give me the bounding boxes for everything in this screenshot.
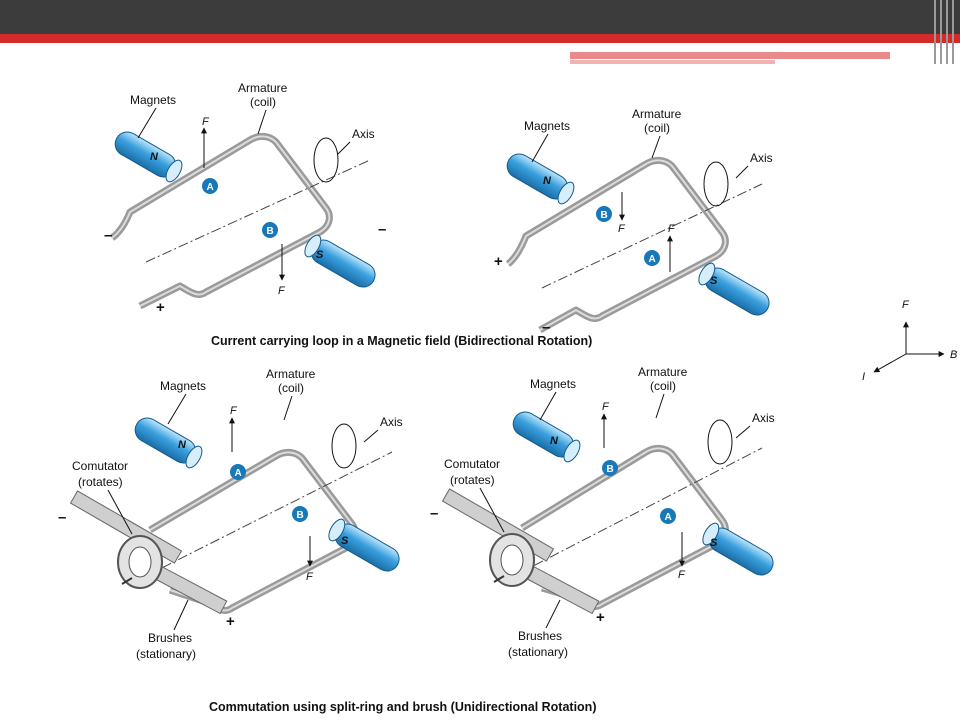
- terminal-plus: +: [156, 299, 165, 316]
- rotation-axis-line: [145, 159, 371, 263]
- marker-b: [602, 460, 618, 476]
- force-label-b: F: [602, 401, 610, 413]
- magnets-label: Magnets: [524, 119, 570, 133]
- brushes-label: Brushes: [148, 631, 192, 645]
- force-label-a: F: [668, 223, 676, 235]
- marker-a: [230, 464, 246, 480]
- axis-label: Axis: [752, 411, 775, 425]
- marker-a: [660, 508, 676, 524]
- coil-label: (coil): [650, 379, 676, 393]
- marker-b-label: B: [267, 226, 274, 237]
- commutator: [69, 490, 228, 615]
- force-label-b: F: [278, 285, 286, 297]
- rotation-axis-line: [541, 183, 763, 289]
- caption-top: Current carrying loop in a Magnetic fiel…: [211, 334, 592, 348]
- magnet-south: [698, 262, 770, 316]
- marker-a: [202, 178, 218, 194]
- terminal-plus: +: [226, 613, 235, 630]
- terminal-minus: –: [104, 227, 112, 244]
- marker-b-label: B: [601, 210, 608, 221]
- pole-north-label: N: [550, 435, 559, 447]
- marker-a: [644, 250, 660, 266]
- magnets-label: Magnets: [530, 377, 576, 391]
- coil-label: (coil): [250, 95, 276, 109]
- magnet-south: [328, 518, 400, 572]
- stationary-label: (stationary): [508, 645, 568, 659]
- force-label-a: F: [230, 405, 238, 417]
- terminal-minus: –: [430, 505, 438, 522]
- magnet-north: [134, 417, 203, 469]
- panel-bottom-right: N S F F B A Magnets Armature (coil) Axis…: [430, 365, 775, 659]
- panel-top-left: N S F F A B Magnets Armature (coil) Axis…: [104, 81, 386, 316]
- armature-label: Armature: [638, 365, 688, 379]
- terminal-minus: –: [542, 319, 550, 336]
- rotates-label: (rotates): [450, 473, 495, 487]
- marker-b-label: B: [607, 464, 614, 475]
- pole-north-label: N: [150, 151, 159, 163]
- marker-b: [262, 222, 278, 238]
- axis-f-label: F: [902, 299, 910, 311]
- marker-a-label: A: [665, 512, 672, 523]
- rotation-arrow: [331, 423, 357, 469]
- axis-label: Axis: [750, 151, 773, 165]
- marker-a-label: A: [649, 254, 656, 265]
- rotates-label: (rotates): [78, 475, 123, 489]
- terminal-plus: +: [494, 253, 503, 270]
- force-label-a: F: [202, 116, 210, 128]
- terminal-minus-right: –: [378, 221, 386, 238]
- force-field-current-axes: F B I: [862, 299, 957, 383]
- magnets-label: Magnets: [160, 379, 206, 393]
- coil-label: (coil): [644, 121, 670, 135]
- accent-rule: [0, 34, 960, 43]
- marker-a-label: A: [235, 468, 242, 479]
- rotation-axis-line: [501, 447, 763, 583]
- pole-south-label: S: [710, 537, 718, 549]
- caption-bottom: Commutation using split-ring and brush (…: [209, 700, 596, 714]
- brushes-label: Brushes: [518, 629, 562, 643]
- magnet-north: [114, 131, 183, 183]
- marker-b-label: B: [297, 510, 304, 521]
- corner-stripes: [930, 0, 960, 64]
- marker-b: [596, 206, 612, 222]
- magnet-south: [702, 522, 774, 576]
- pole-south-label: S: [316, 249, 324, 261]
- stationary-label: (stationary): [136, 647, 196, 661]
- rotation-arrow: [703, 161, 729, 207]
- pole-north-label: N: [178, 439, 187, 451]
- axis-b-label: B: [950, 349, 957, 361]
- rotation-arrow: [707, 419, 733, 465]
- armature-label: Armature: [266, 367, 316, 381]
- force-label-b: F: [618, 223, 626, 235]
- magnet-south: [304, 234, 376, 288]
- magnets-label: Magnets: [130, 93, 176, 107]
- force-label-b: F: [306, 571, 314, 583]
- magnet-north: [506, 153, 575, 205]
- accent-rule-secondary: [570, 52, 890, 59]
- marker-b: [292, 506, 308, 522]
- axis-i-label: I: [862, 371, 865, 383]
- panel-top-right: N S F F B A Magnets Armature (coil) Axis…: [494, 107, 773, 336]
- pole-south-label: S: [710, 275, 718, 287]
- terminal-plus: +: [596, 609, 605, 626]
- axis-label: Axis: [352, 127, 375, 141]
- force-label-a: F: [678, 569, 686, 581]
- rotation-axis-line: [129, 451, 393, 585]
- pole-south-label: S: [341, 535, 349, 547]
- pole-north-label: N: [543, 175, 552, 187]
- commutator: [441, 488, 600, 615]
- title-bar: [0, 0, 960, 34]
- accent-rule-tertiary: [570, 60, 775, 64]
- comutator-label: Comutator: [444, 457, 500, 471]
- coil-label: (coil): [278, 381, 304, 395]
- axis-label: Axis: [380, 415, 403, 429]
- terminal-minus: –: [58, 509, 66, 526]
- rotation-arrow: [313, 137, 339, 183]
- marker-a-label: A: [207, 182, 214, 193]
- comutator-label: Comutator: [72, 459, 128, 473]
- panel-bottom-left: N S F F A B Magnets Armature (coil) Axis…: [58, 367, 403, 661]
- armature-label: Armature: [632, 107, 682, 121]
- magnet-north: [512, 411, 581, 463]
- armature-label: Armature: [238, 81, 288, 95]
